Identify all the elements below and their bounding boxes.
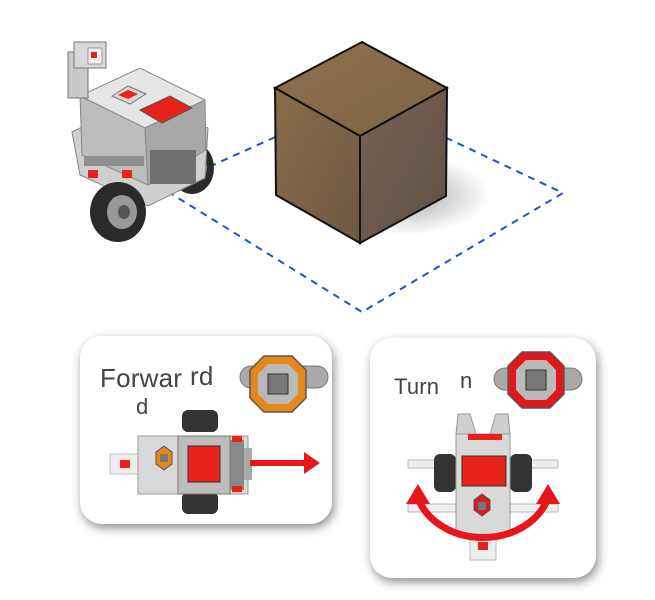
robot-isometric xyxy=(67,41,214,242)
turn-label-overlap: n xyxy=(460,368,473,393)
forward-label-line2: d xyxy=(136,394,149,419)
cube xyxy=(272,40,450,245)
turn-robot-topview xyxy=(407,413,559,561)
turn-rotation-arrow xyxy=(406,484,560,542)
turn-card: Turn n xyxy=(370,338,596,578)
forward-label-overlap: rd xyxy=(190,361,214,391)
forward-robot-topview xyxy=(109,410,252,514)
turn-label: Turn xyxy=(394,374,440,399)
forward-hub-icon xyxy=(239,355,329,413)
turn-card-art xyxy=(406,351,583,561)
forward-label-line1: Forwar xyxy=(100,363,183,393)
turn-hub-icon xyxy=(493,351,583,409)
forward-card-art xyxy=(109,355,329,514)
forward-arrow xyxy=(250,452,320,474)
forward-card: Forwar rd d xyxy=(80,336,332,524)
